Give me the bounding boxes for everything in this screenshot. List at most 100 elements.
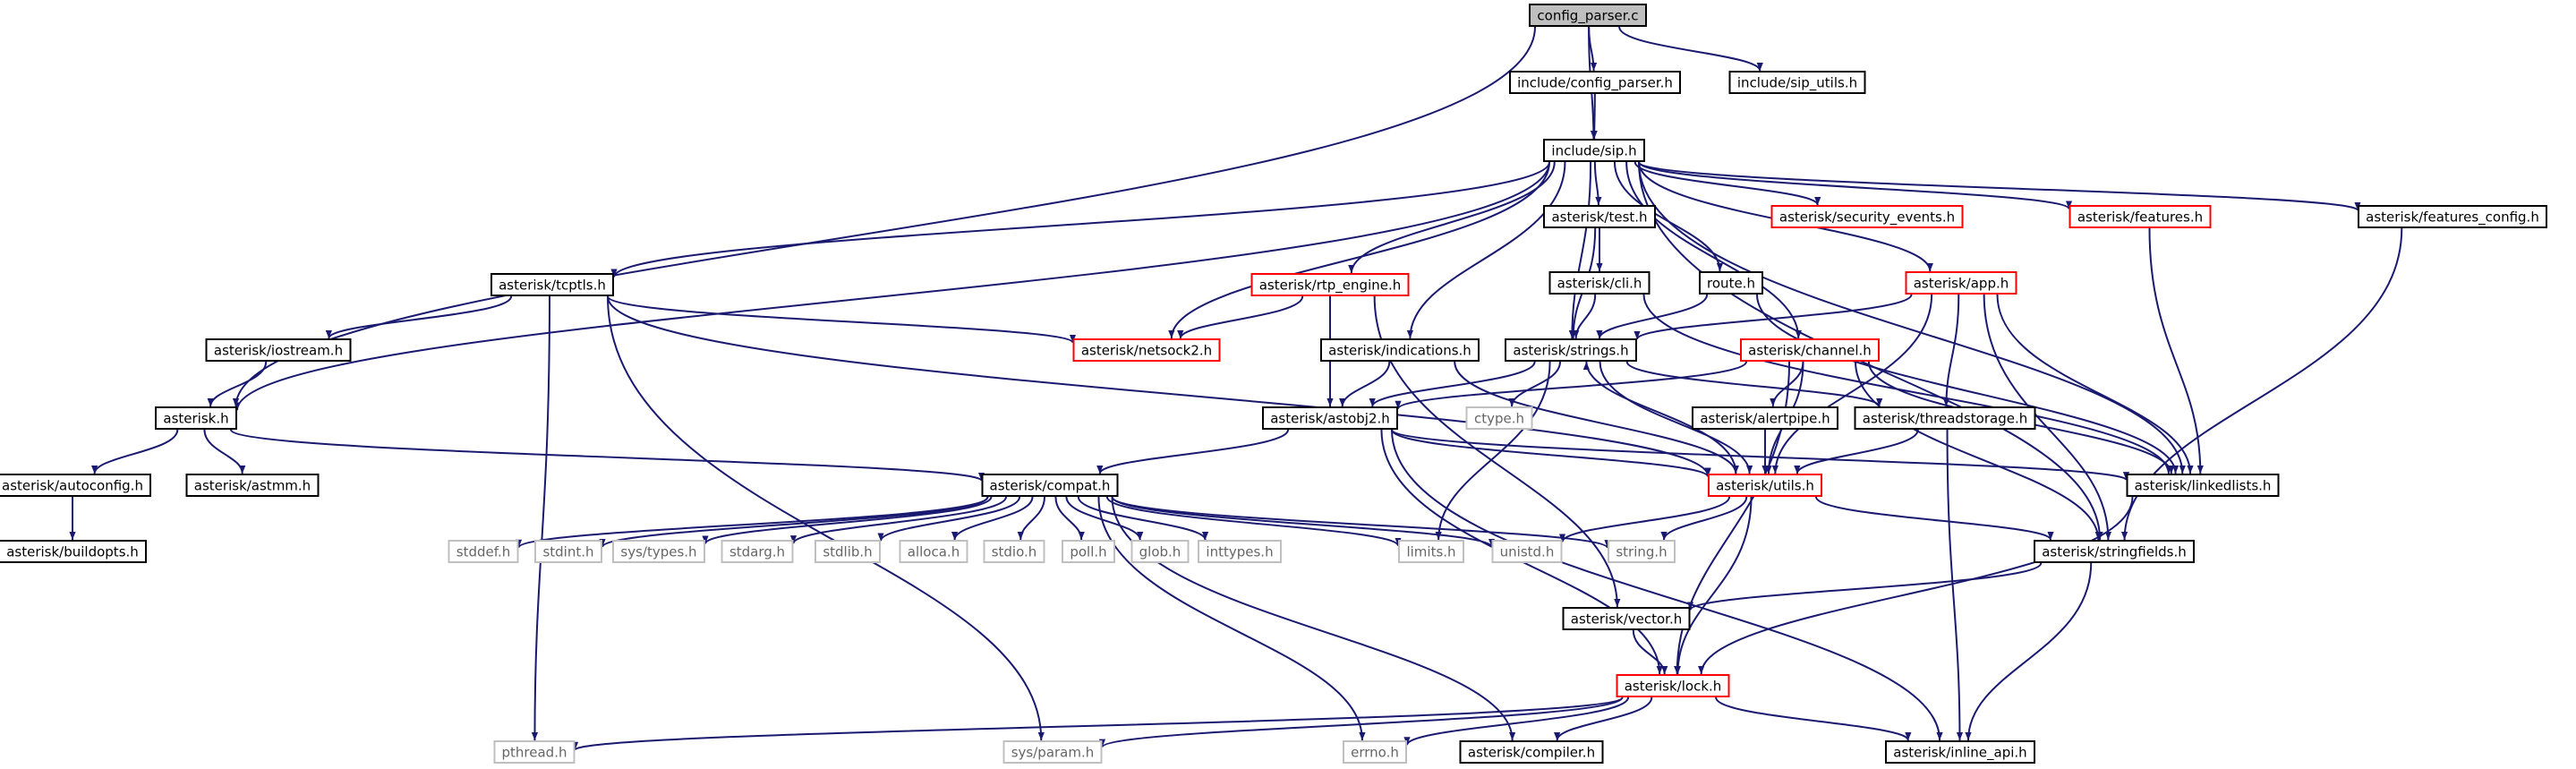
node-label: asterisk/cli.h <box>1557 276 1642 292</box>
node-label: unistd.h <box>1500 544 1555 560</box>
node-asterisk-linkedlists-h[interactable]: asterisk/linkedlists.h <box>2126 474 2280 497</box>
edge-include-sip-h-to-asterisk-features-h <box>1638 161 2072 210</box>
edge-include-sip-h-to-asterisk-test-h <box>1593 161 1602 206</box>
edge-asterisk-channel-h-to-asterisk-stringfields-h <box>1855 361 2102 541</box>
edge-asterisk-strings-h-to-asterisk-utils-h <box>1599 361 1753 474</box>
node-asterisk-inline-api-h[interactable]: asterisk/inline_api.h <box>1885 740 2035 764</box>
edge-include-sip-h-to-asterisk-strings-h <box>1568 161 1592 339</box>
node-label: asterisk.h <box>163 411 228 427</box>
node-asterisk-astmm-h[interactable]: asterisk/astmm.h <box>185 474 320 497</box>
node-box <box>185 474 320 497</box>
node-box <box>1699 271 1763 295</box>
node-label: asterisk/features_config.h <box>2366 209 2539 226</box>
node-box <box>1320 338 1480 362</box>
node-asterisk-compiler-h[interactable]: asterisk/compiler.h <box>1459 740 1604 764</box>
node-asterisk-indications-h[interactable]: asterisk/indications.h <box>1320 338 1480 362</box>
edge-asterisk-features-h-to-asterisk-linkedlists-h <box>2148 227 2204 474</box>
node-asterisk-features-h[interactable]: asterisk/features.h <box>2068 205 2212 228</box>
node-asterisk-tcptls-h[interactable]: asterisk/tcptls.h <box>490 273 614 296</box>
edge-asterisk-compat-h-to-unistd-h <box>1111 496 1495 548</box>
node-label: asterisk/netsock2.h <box>1081 343 1212 359</box>
node-box <box>1728 71 1866 94</box>
node-asterisk-compat-h[interactable]: asterisk/compat.h <box>981 474 1119 497</box>
edge-asterisk-app-h-to-asterisk-threadstorage-h <box>1942 294 1960 407</box>
node-asterisk-lock-h[interactable]: asterisk/lock.h <box>1616 674 1730 697</box>
node-asterisk-netsock2-h[interactable]: asterisk/netsock2.h <box>1072 338 1221 362</box>
node-asterisk-iostream-h[interactable]: asterisk/iostream.h <box>205 338 352 362</box>
node-label: asterisk/rtp_engine.h <box>1259 278 1402 295</box>
node-box <box>1130 540 1190 563</box>
edge-asterisk-threadstorage-h-to-asterisk-utils-h <box>1794 429 1919 474</box>
edge-asterisk-h-to-asterisk-compat-h <box>230 429 985 482</box>
node-stdio-h: stdio.h <box>983 540 1045 563</box>
node-asterisk-rtp-engine-h[interactable]: asterisk/rtp_engine.h <box>1250 273 1410 296</box>
node-asterisk-cli-h[interactable]: asterisk/cli.h <box>1548 271 1651 295</box>
node-asterisk-features-config-h[interactable]: asterisk/features_config.h <box>2358 205 2547 228</box>
edge-include-sip-h-to-asterisk-indications-h <box>1406 161 1566 339</box>
edge-asterisk-tcptls-h-to-asterisk-netsock2-h <box>607 295 1076 344</box>
edge-include-sip-h-to-asterisk-netsock2-h <box>1168 161 1550 339</box>
node-include-config-parser-h[interactable]: include/config_parser.h <box>1509 71 1681 94</box>
edge-include-sip-h-to-asterisk-h <box>234 161 1550 411</box>
node-asterisk-security-events-h[interactable]: asterisk/security_events.h <box>1770 205 1964 228</box>
node-pthread-h: pthread.h <box>493 740 576 764</box>
edge-asterisk-utils-h-to-unistd-h <box>1558 496 1731 543</box>
node-label: asterisk/utils.h <box>1716 478 1814 494</box>
node-stdlib-h: stdlib.h <box>815 540 881 563</box>
edge-include-sip-h-to-asterisk-features-config-h <box>1638 161 2361 211</box>
edge-asterisk-compat-h-to-limits-h <box>1105 496 1402 547</box>
edge-asterisk-indications-h-to-asterisk-astobj2-h <box>1339 361 1391 407</box>
node-box <box>981 474 1119 497</box>
node-box <box>1505 338 1637 362</box>
node-inttypes-h: inttypes.h <box>1198 540 1282 563</box>
node-include-sip-utils-h[interactable]: include/sip_utils.h <box>1728 71 1866 94</box>
node-stddef-h: stddef.h <box>448 540 519 563</box>
edge-asterisk-app-h-to-asterisk-linkedlists-h <box>1996 294 2194 474</box>
node-asterisk-stringfields-h[interactable]: asterisk/stringfields.h <box>2034 540 2195 563</box>
node-box <box>983 540 1045 563</box>
edge-asterisk-strings-h-to-asterisk-threadstorage-h <box>1625 361 1883 407</box>
node-label: stdio.h <box>992 544 1037 560</box>
node-asterisk-test-h[interactable]: asterisk/test.h <box>1543 205 1656 228</box>
node-asterisk-autoconfig-h[interactable]: asterisk/autoconfig.h <box>0 474 151 497</box>
node-box <box>1465 406 1533 430</box>
node-label: glob.h <box>1139 544 1181 560</box>
node-label: asterisk/threadstorage.h <box>1863 411 2027 427</box>
node-asterisk-alertpipe-h[interactable]: asterisk/alertpipe.h <box>1692 406 1838 430</box>
node-asterisk-buildopts-h[interactable]: asterisk/buildopts.h <box>0 540 147 563</box>
edge-asterisk-astobj2-h-to-asterisk-utils-h <box>1391 429 1711 478</box>
node-box <box>0 540 147 563</box>
node-asterisk-vector-h[interactable]: asterisk/vector.h <box>1562 607 1691 630</box>
node-include-sip-h[interactable]: include/sip.h <box>1543 139 1645 162</box>
node-asterisk-app-h[interactable]: asterisk/app.h <box>1905 271 2017 295</box>
node-sys-types-h: sys/types.h <box>612 540 705 563</box>
node-route-h[interactable]: route.h <box>1699 271 1763 295</box>
node-label: sys/types.h <box>620 544 696 560</box>
node-asterisk-channel-h[interactable]: asterisk/channel.h <box>1740 338 1880 362</box>
node-box <box>899 540 968 563</box>
edge-asterisk-compat-h-to-stdarg-h <box>790 496 1007 544</box>
node-config-parser-c: config_parser.c <box>1529 4 1647 27</box>
node-box <box>2068 205 2212 228</box>
node-label: asterisk/stringfields.h <box>2042 544 2187 560</box>
node-box <box>1072 338 1221 362</box>
node-box <box>1062 540 1115 563</box>
node-asterisk-h[interactable]: asterisk.h <box>155 406 237 430</box>
edge-asterisk-app-h-to-asterisk-strings-h <box>1633 294 1913 340</box>
node-box <box>612 540 705 563</box>
edge-asterisk-tcptls-h-to-pthread-h <box>531 295 550 741</box>
edge-asterisk-channel-h-to-asterisk-astobj2-h <box>1395 361 1747 410</box>
node-asterisk-utils-h[interactable]: asterisk/utils.h <box>1708 474 1822 497</box>
edge-asterisk-compat-h-to-glob-h <box>1065 496 1144 541</box>
node-box <box>1905 271 2017 295</box>
node-label: asterisk/app.h <box>1914 276 2009 292</box>
edge-asterisk-app-h-to-asterisk-utils-h <box>1771 294 1933 474</box>
node-asterisk-strings-h[interactable]: asterisk/strings.h <box>1505 338 1637 362</box>
node-box <box>721 540 794 563</box>
edge-asterisk-lock-h-to-pthread-h <box>572 696 1624 751</box>
edge-include-config-parser-h-to-include-sip-h <box>1591 93 1598 140</box>
node-asterisk-astobj2-h[interactable]: asterisk/astobj2.h <box>1262 406 1398 430</box>
edge-asterisk-threadstorage-h-to-asterisk-inline-api-h <box>1946 429 1964 741</box>
node-asterisk-threadstorage-h[interactable]: asterisk/threadstorage.h <box>1854 406 2036 430</box>
node-label: config_parser.c <box>1537 8 1638 25</box>
